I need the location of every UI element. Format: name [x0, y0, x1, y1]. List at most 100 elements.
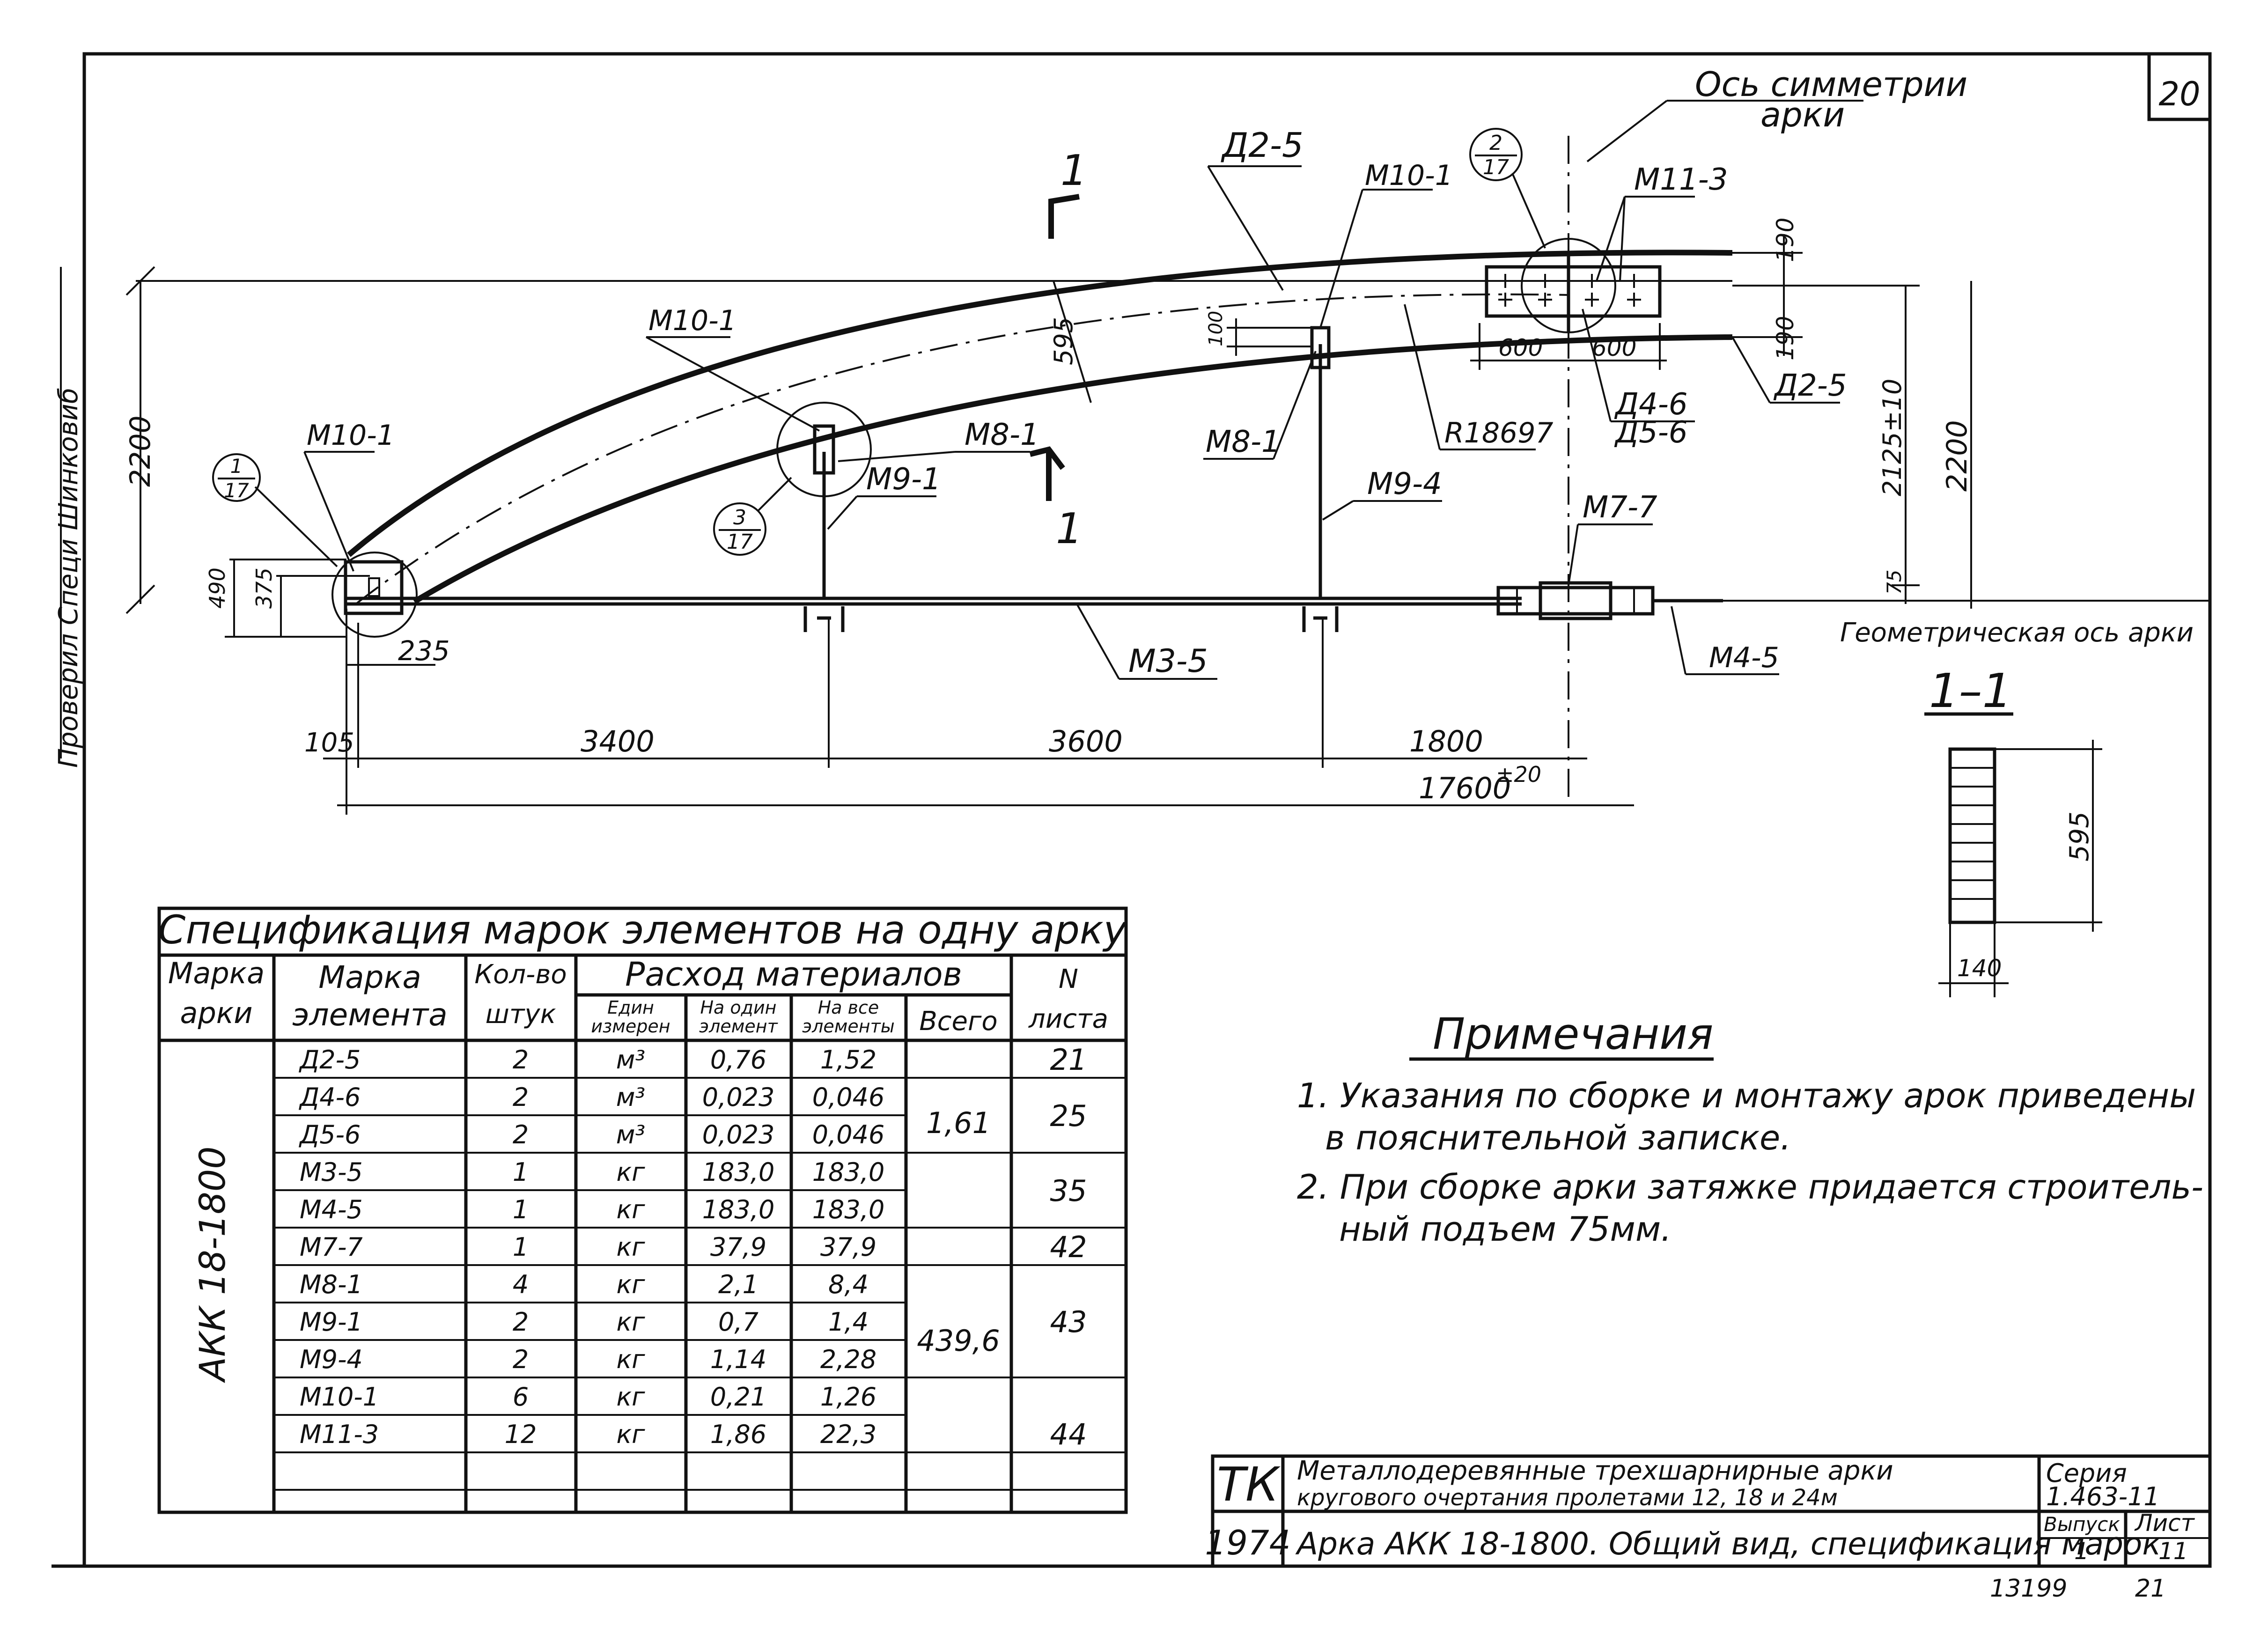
spec-cell-el: М11-3 [300, 1420, 379, 1449]
callout-circle-1 [331, 552, 418, 638]
support-shoe [344, 560, 404, 615]
spec-cell-one: 0,023 [702, 1120, 775, 1149]
sheet-frame [82, 52, 2212, 1568]
section-title: 1–1 [1929, 663, 2012, 718]
series-label: Серия [2046, 1458, 2127, 1488]
spec-cell-all: 1,26 [820, 1382, 876, 1412]
mark-m4-5: М4-5 [1709, 641, 1779, 674]
hdr-per-one-1: На один [700, 997, 776, 1018]
hdr-arch-mark-2: арки [180, 996, 252, 1030]
spec-cell-one: 183,0 [702, 1195, 775, 1224]
spec-cell-el: М9-4 [300, 1345, 363, 1374]
mark-m10-1-mid: М10-1 [648, 304, 736, 337]
crown-cover-plate [1485, 265, 1662, 318]
spec-table: Спецификация марок элементов на одну арк… [157, 906, 1128, 1514]
callout-circle-3 [776, 402, 872, 497]
mark-m11-3: М11-3 [1634, 162, 1728, 197]
spec-cell-all: 183,0 [812, 1195, 885, 1224]
svg-text:17: 17 [727, 530, 753, 554]
spec-cell-one: 2,1 [718, 1270, 758, 1299]
arch-bottom-edge [412, 334, 1733, 604]
year: 1974 [1205, 1523, 1290, 1562]
sheet-ref-3: 35 [1050, 1174, 1087, 1208]
spec-cell-qty: 2 [513, 1082, 529, 1112]
notes-line-1: 1. Указания по сборке и монтажу арок при… [1297, 1076, 2196, 1115]
spec-cell-unit: м³ [616, 1120, 645, 1149]
dim-2200-left: 2200 [124, 415, 157, 487]
spec-cell-el: Д2-5 [299, 1045, 361, 1075]
dim-600-b: 600 [1592, 334, 1636, 361]
arch-geometric-axis [355, 293, 1569, 605]
dim-75: 75 [1883, 570, 1906, 595]
spec-cell-one: 0,76 [710, 1045, 766, 1075]
spec-cell-unit: кг [617, 1157, 646, 1187]
symmetry-axis-label-1: Ось симметрии [1695, 65, 1967, 104]
spec-cell-all: 37,9 [820, 1232, 876, 1262]
spec-cell-qty: 6 [513, 1382, 529, 1412]
mark-d2-5-right: Д2-5 [1773, 368, 1847, 403]
total-wood: 1,61 [926, 1106, 991, 1140]
spec-cell-unit: кг [617, 1195, 646, 1224]
callout-2-17: 2 17 [1469, 128, 1546, 249]
spec-cell-qty: 2 [513, 1045, 529, 1075]
hdr-unit-1: Един [607, 997, 654, 1018]
inventory-number: 13199 [1990, 1575, 2067, 1603]
hdr-per-all-1: На все [818, 997, 879, 1018]
spec-cell-unit: кг [617, 1307, 646, 1337]
spec-title: Спецификация марок элементов на одну арк… [158, 907, 1127, 953]
sheet-ref-2: 25 [1050, 1099, 1087, 1133]
mark-m8-1-right: М8-1 [1206, 425, 1281, 459]
spec-cell-el: М10-1 [300, 1382, 379, 1412]
arch-mark-value: АКК 18-1800 [191, 1146, 233, 1384]
spec-cell-one: 37,9 [710, 1232, 766, 1262]
spec-cell-unit: м³ [616, 1045, 645, 1075]
svg-text:17: 17 [1483, 155, 1509, 179]
spec-cell-el: Д5-6 [299, 1120, 361, 1149]
spec-cell-all: 22,3 [820, 1420, 876, 1449]
description-line-1: Металлодеревянные трехшарнирные арки [1297, 1456, 1893, 1486]
section-height: 595 [2064, 811, 2095, 861]
spec-cell-el: М4-5 [300, 1195, 363, 1224]
spec-cell-all: 8,4 [828, 1270, 869, 1299]
hdr-qty-1: Кол-во [474, 959, 567, 990]
hdr-total: Всего [919, 1006, 997, 1037]
page-number: 21 [2135, 1575, 2166, 1603]
spec-cell-el: М9-1 [300, 1307, 363, 1337]
spec-cell-unit: кг [617, 1345, 646, 1374]
mark-radius: R18697 [1444, 417, 1554, 449]
hdr-per-one-2: элемент [699, 1016, 778, 1037]
dim-3600: 3600 [1049, 724, 1123, 758]
turnbuckle-body [1539, 581, 1613, 620]
dim-2125: 2125±10 [1878, 379, 1907, 496]
dim-190-a: 190 [1772, 218, 1799, 262]
dim-105: 105 [304, 728, 354, 758]
spec-cell-unit: кг [617, 1382, 646, 1412]
dim-1800: 1800 [1409, 724, 1483, 758]
sheet-label: Лист [2134, 1509, 2195, 1537]
spec-cell-unit: кг [617, 1232, 646, 1262]
sheet-ref-4: 42 [1050, 1230, 1087, 1264]
spec-cell-qty: 2 [513, 1120, 529, 1149]
dim-span: 17600 [1419, 771, 1511, 805]
dimension-lines [125, 234, 1981, 815]
geometric-axis-label: Геометрическая ось арки [1840, 618, 2194, 648]
spec-cell-qty: 12 [505, 1420, 537, 1449]
description-line-2: кругового очертания пролетами 12, 18 и 2… [1297, 1485, 1838, 1511]
hdr-qty-2: штук [486, 999, 556, 1030]
spec-cell-el: М7-7 [300, 1232, 363, 1262]
dim-600-a: 600 [1498, 334, 1543, 361]
spec-cell-one: 0,023 [702, 1082, 775, 1112]
mark-d5-6: Д5-6 [1614, 415, 1688, 450]
spec-cell-unit: кг [617, 1420, 646, 1449]
notes-line-3: 2. При сборке арки затяжке придается стр… [1297, 1167, 2203, 1207]
side-stamp: Проверил Специ Шинковиб [53, 388, 84, 768]
sheet-ref-1: 21 [1050, 1043, 1087, 1077]
section-mark-lower: 1 [1056, 504, 1082, 553]
spec-cell-qty: 2 [513, 1307, 529, 1337]
sheet-title: Арка АКК 18-1800. Общий вид, спецификаци… [1295, 1526, 2161, 1562]
dim-375: 375 [251, 567, 277, 609]
spec-cell-qty: 1 [513, 1232, 529, 1262]
arch-top-edge [347, 250, 1733, 557]
mark-d4-6: Д4-6 [1614, 387, 1688, 422]
